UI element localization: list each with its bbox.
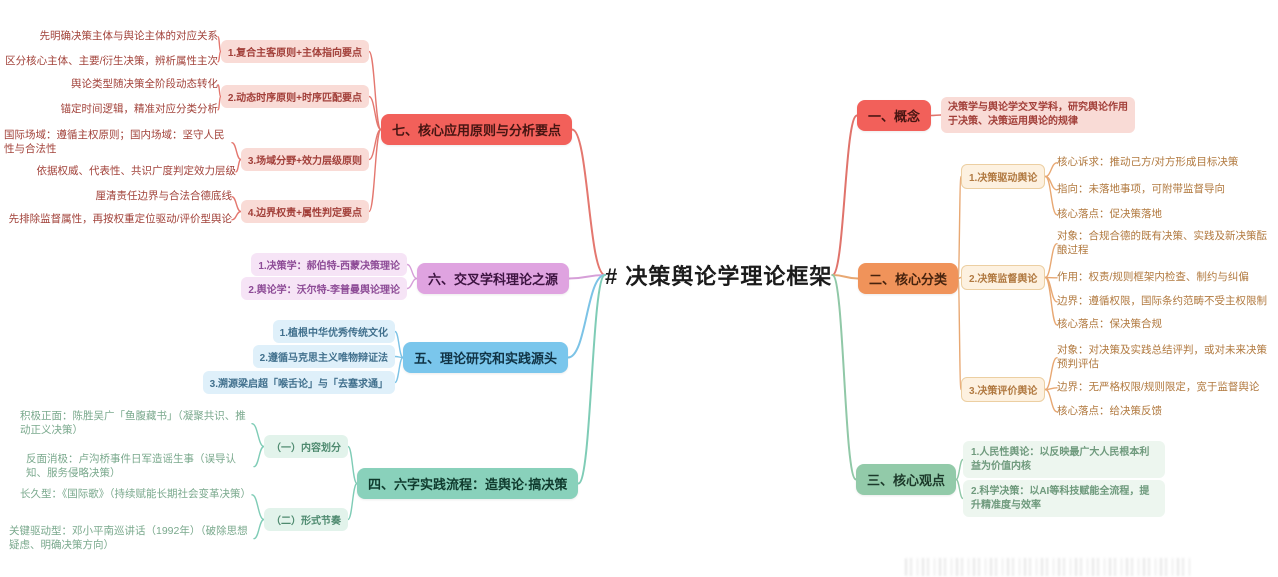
leaf-item[interactable]: 舆论类型随决策全阶段动态转化 xyxy=(71,78,218,90)
leaf-item[interactable]: 边界：遵循权限，国际条约范畴不受主权限制 xyxy=(1057,295,1267,307)
viewpoint-people-oriented-opinion[interactable]: 1.人民性舆论：以反映最广大人民根本利益为价值内核 xyxy=(963,441,1165,478)
central-topic[interactable]: # 决策舆论学理论框架 xyxy=(605,264,833,289)
branch-core-categories[interactable]: 二、核心分类 xyxy=(858,263,959,294)
leaf-item[interactable]: 核心落点：给决策反馈 xyxy=(1057,405,1162,417)
leaf-item[interactable]: 区分核心主体、主要/衍生决策，辨析属性主次 xyxy=(5,55,218,67)
origin-opinion-science[interactable]: 2.舆论学：沃尔特-李普曼舆论理论 xyxy=(241,277,407,300)
principle-dynamic-timing[interactable]: 2.动态时序原则+时序匹配要点 xyxy=(220,85,369,108)
leaf-item[interactable]: 依据权威、代表性、共识广度判定效力层级 xyxy=(36,165,237,177)
leaf-item[interactable]: 核心落点：保决策合规 xyxy=(1057,318,1162,330)
type-decision-evaluation-opinion[interactable]: 3.决策评价舆论 xyxy=(961,377,1046,402)
leaf-item[interactable]: 对象：对决策及实践总结评判，或对未来决策预判评估 xyxy=(1057,344,1267,370)
leaf-item[interactable]: 指向：未落地事项，可附带监督导向 xyxy=(1057,183,1225,195)
leaf-item[interactable]: 对象：合规合德的既有决策、实践及新决策酝酿过程 xyxy=(1057,230,1267,256)
branch-six-word-practice-process[interactable]: 四、六字实践流程：造舆论·搞决策 xyxy=(357,468,579,499)
leaf-item[interactable]: 厘清责任边界与合法合德底线 xyxy=(95,190,233,202)
source-traditional-culture[interactable]: 1.植根中华优秀传统文化 xyxy=(272,320,395,343)
branch-core-viewpoints[interactable]: 三、核心观点 xyxy=(856,464,957,495)
type-decision-driven-opinion[interactable]: 1.决策驱动舆论 xyxy=(961,164,1046,189)
leaf-item[interactable]: 先明确决策主体与舆论主体的对应关系 xyxy=(39,30,219,42)
leaf-item[interactable]: 作用：权责/规则框架内检查、制约与纠偏 xyxy=(1057,271,1249,283)
principle-subject-object[interactable]: 1.复合主客原则+主体指向要点 xyxy=(220,40,369,63)
group-form-rhythm[interactable]: （二）形式节奏 xyxy=(264,508,348,531)
leaf-item[interactable]: 国际场域：遵循主权原则；国内场域：坚守人民性与合法性 xyxy=(4,129,225,155)
group-content-division[interactable]: （一）内容划分 xyxy=(264,435,348,458)
leaf-item[interactable]: 长久型：《国际歌》（持续赋能长期社会变革决策） xyxy=(20,488,251,500)
leaf-item[interactable]: 锚定时间逻辑，精准对应分类分析 xyxy=(60,103,219,115)
principle-field-hierarchy[interactable]: 3.场域分野+效力层级原则 xyxy=(240,148,369,171)
source-liang-qichao[interactable]: 3.溯源梁启超「喉舌论」与「去塞求通」 xyxy=(202,371,395,394)
leaf-item[interactable]: 核心落点：促决策落地 xyxy=(1057,208,1162,220)
leaf-item[interactable]: 积极正面：陈胜吴广「鱼腹藏书」（凝聚共识、推动正义决策） xyxy=(20,410,246,436)
leaf-item[interactable]: 核心诉求：推动己方/对方形成目标决策 xyxy=(1057,156,1239,168)
branch-application-principles[interactable]: 七、核心应用原则与分析要点 xyxy=(381,114,573,145)
type-decision-supervision-opinion[interactable]: 2.决策监督舆论 xyxy=(961,265,1046,290)
branch-concept[interactable]: 一、概念 xyxy=(857,100,932,131)
concept-definition[interactable]: 决策学与舆论学交叉学科，研究舆论作用于决策、决策运用舆论的规律 xyxy=(941,97,1135,133)
viewpoint-scientific-decision[interactable]: 2.科学决策：以AI等科技赋能全流程，提升精准度与效率 xyxy=(963,480,1165,517)
origin-decision-science[interactable]: 1.决策学：郝伯特-西蒙决策理论 xyxy=(251,253,407,276)
branch-cross-discipline-origins[interactable]: 六、交叉学科理论之源 xyxy=(417,263,570,294)
principle-boundary-attribute[interactable]: 4.边界权责+属性判定要点 xyxy=(240,200,369,223)
leaf-item[interactable]: 反面消极：卢沟桥事件日军造谣生事（误导认知、服务侵略决策） xyxy=(26,453,236,479)
watermark xyxy=(905,558,1193,576)
source-marxist-dialectics[interactable]: 2.遵循马克思主义唯物辩证法 xyxy=(252,345,395,368)
leaf-item[interactable]: 边界：无严格权限/规则限定，宽于监督舆论 xyxy=(1057,381,1260,393)
leaf-item[interactable]: 先排除监督属性，再按权重定位驱动/评价型舆论 xyxy=(8,213,232,225)
branch-theory-practice-sources[interactable]: 五、理论研究和实践源头 xyxy=(403,342,569,373)
leaf-item[interactable]: 关键驱动型：邓小平南巡讲话（1992年）（破除思想疑虑、明确决策方向） xyxy=(9,525,248,551)
